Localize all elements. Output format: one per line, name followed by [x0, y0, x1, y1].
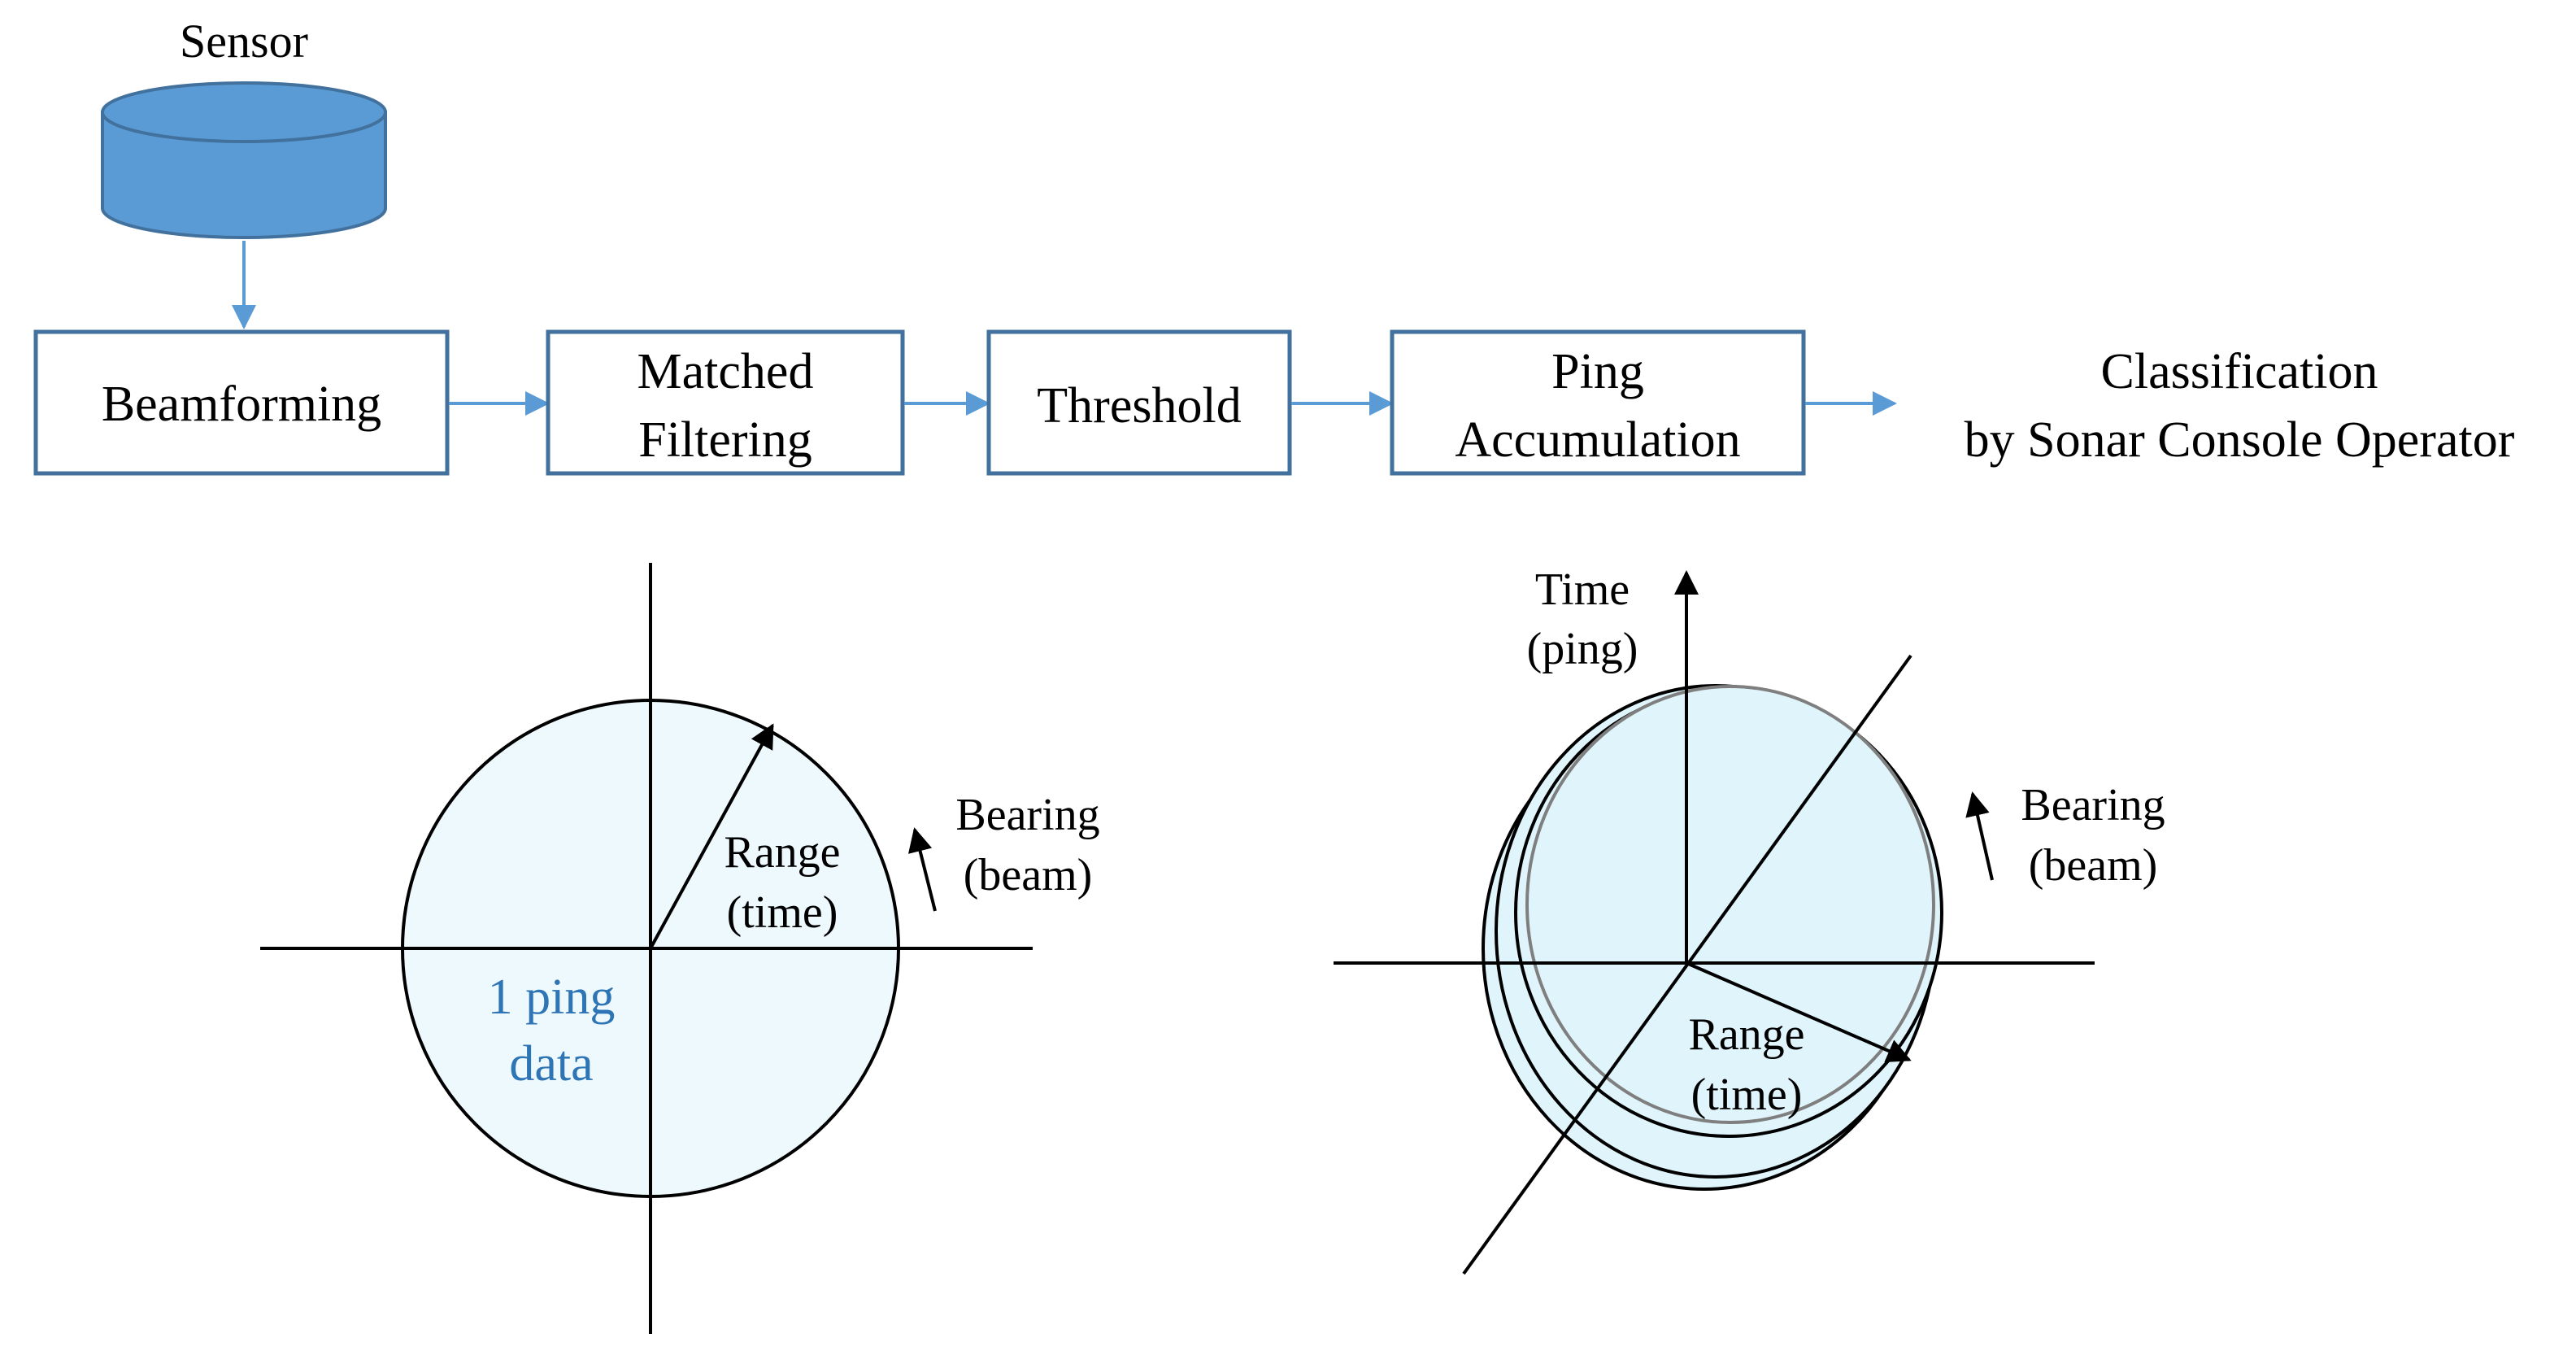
single-ping-range-line1: Range — [724, 827, 840, 878]
single-ping-diagram: Range (time) Bearing (beam) 1 ping data — [260, 563, 1100, 1334]
accum-bearing-arrow-icon — [1965, 791, 1994, 881]
step-ping-accumulation-box — [1390, 329, 1806, 476]
single-ping-bearing-line2: (beam) — [964, 850, 1093, 900]
output-line1: Classification — [2101, 344, 2378, 399]
single-ping-range-arrow — [649, 723, 774, 949]
accum-bearing-line1: Bearing — [2021, 780, 2165, 830]
step-ping-accumulation-line1: Ping — [1551, 344, 1644, 399]
single-ping-bearing-arrow-icon — [907, 827, 937, 912]
step-matched-filtering-box — [546, 329, 905, 476]
accum-range-line1: Range — [1688, 1009, 1804, 1060]
step-matched-filtering-line1: Matched — [637, 344, 814, 399]
step-threshold-label: Threshold — [1037, 378, 1241, 434]
accumulated-ping-diagram: Time (ping) Bearing (beam) Range (time) — [1334, 564, 2165, 1275]
step-ping-accumulation-line2: Accumulation — [1455, 412, 1740, 468]
step-beamforming-label: Beamforming — [102, 377, 381, 432]
output-line2: by Sonar Console Operator — [1965, 412, 2515, 468]
step-matched-filtering-line2: Filtering — [638, 412, 812, 468]
single-ping-data-line2: data — [509, 1036, 593, 1092]
single-ping-range-line2: (time) — [727, 887, 838, 938]
step-beamforming-box — [33, 329, 450, 476]
sensor-label: Sensor — [180, 15, 308, 68]
accum-range-arrow — [1686, 961, 1912, 1063]
single-ping-data-line1: 1 ping — [488, 970, 616, 1025]
accum-time-line2: (ping) — [1527, 624, 1638, 674]
accum-bearing-line2: (beam) — [2029, 840, 2158, 891]
accum-time-line1: Time — [1535, 564, 1630, 615]
sensor-cylinder-icon — [101, 81, 387, 239]
accum-range-line2: (time) — [1691, 1070, 1803, 1120]
step-threshold-box — [986, 329, 1292, 476]
single-ping-bearing-line1: Bearing — [955, 790, 1099, 840]
